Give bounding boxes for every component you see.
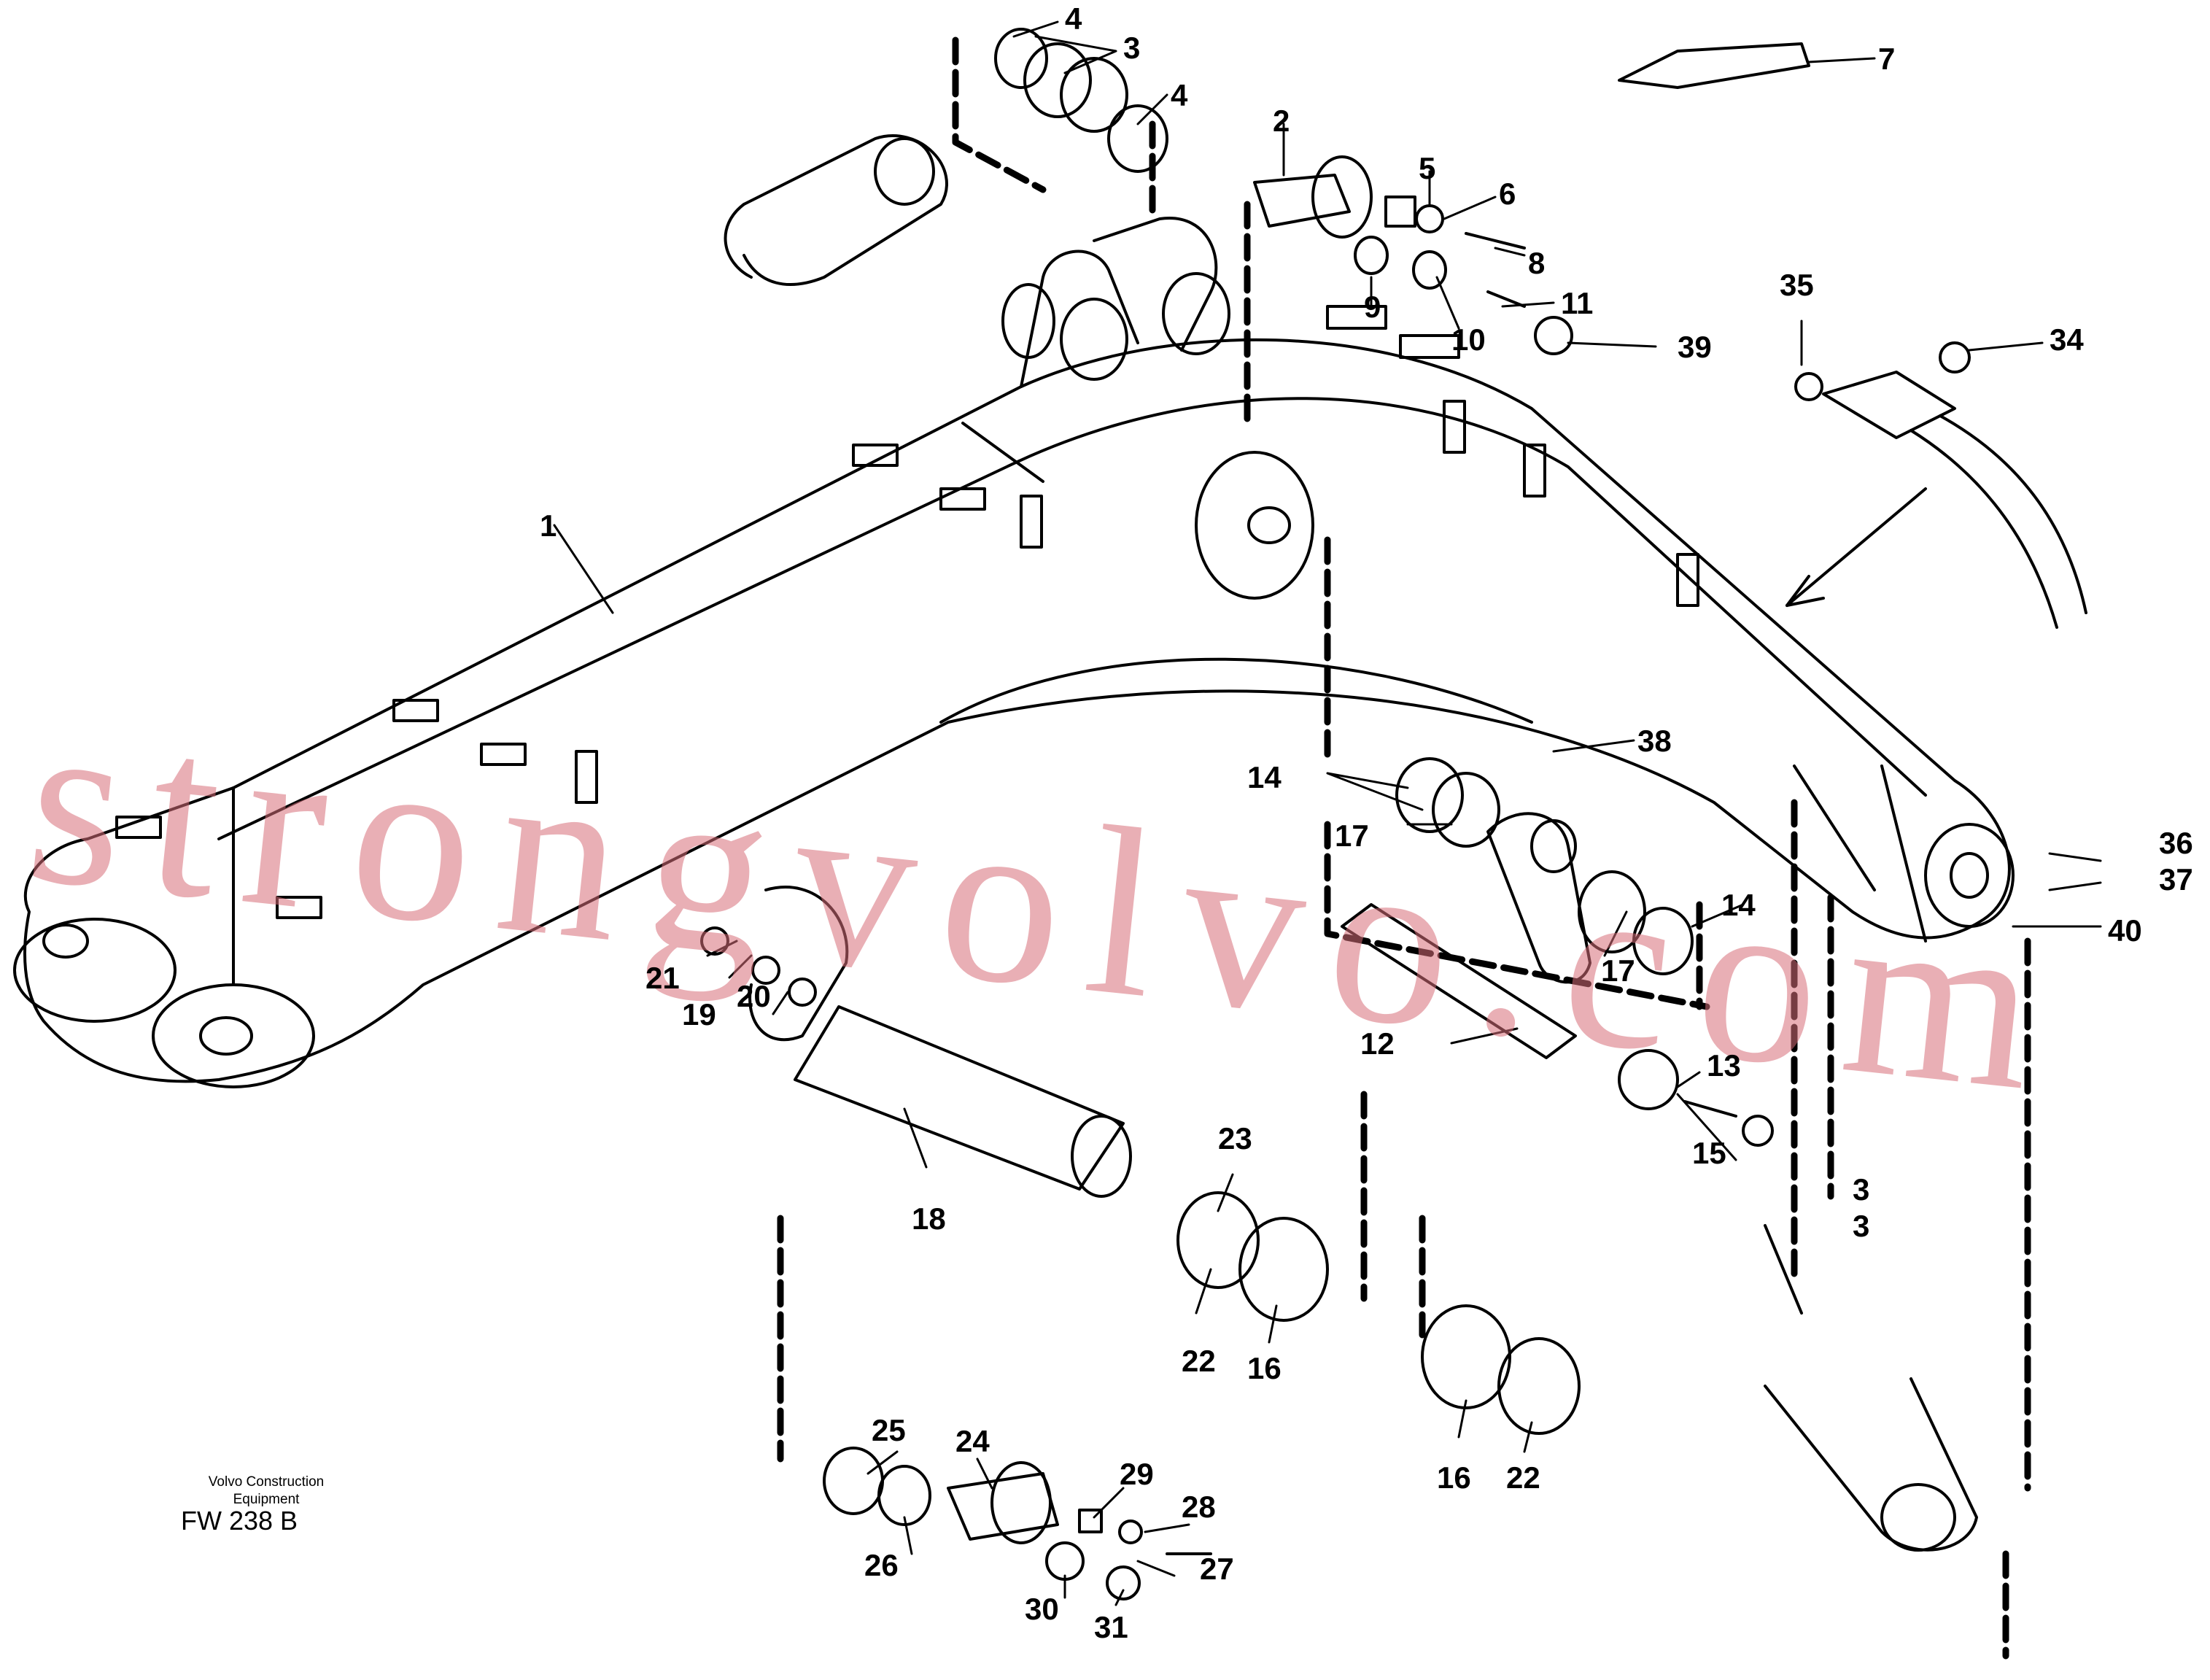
hose-block — [1794, 341, 2087, 629]
callout-6: 6 — [1499, 177, 1516, 211]
pin-24-assembly — [823, 1447, 1212, 1600]
callout-33-partial: 3 — [1853, 1209, 1870, 1243]
mid-pin-assembly — [1341, 757, 1774, 1147]
callout-14-left: 14 — [1247, 760, 1282, 794]
assembly-guides — [777, 36, 2031, 1660]
pin-2-assembly — [1253, 155, 1573, 355]
callout-38: 38 — [1637, 724, 1672, 758]
callout-15: 15 — [1692, 1136, 1726, 1170]
callout-32-partial: 3 — [1853, 1172, 1870, 1207]
callout-17-left: 17 — [1335, 818, 1369, 853]
callout-25: 25 — [872, 1413, 906, 1447]
callout-1: 1 — [540, 508, 557, 543]
callout-27: 27 — [1200, 1552, 1234, 1586]
bottom-link — [1764, 1224, 1978, 1552]
bearings-16-22 — [1176, 1191, 1581, 1435]
callout-22-left: 22 — [1182, 1344, 1216, 1378]
callout-2: 2 — [1273, 104, 1290, 138]
callout-36: 36 — [2159, 826, 2193, 860]
callout-28: 28 — [1182, 1490, 1216, 1524]
manufacturer-credit: Volvo Construction Equipment — [182, 1474, 350, 1509]
pin-18-assembly — [700, 886, 1132, 1198]
callout-16-right: 16 — [1437, 1460, 1471, 1495]
callout-31: 31 — [1094, 1610, 1128, 1644]
callout-18: 18 — [912, 1201, 946, 1236]
leader-lines — [553, 20, 2102, 1606]
credit-line-2: Equipment — [233, 1492, 300, 1507]
callout-10: 10 — [1451, 322, 1486, 357]
hose-arrow — [1786, 487, 1927, 607]
callout-11: 11 — [1561, 286, 1594, 320]
callout-8: 8 — [1528, 246, 1546, 280]
callout-35: 35 — [1780, 268, 1814, 302]
callout-23: 23 — [1218, 1121, 1252, 1156]
callout-7: 7 — [1878, 42, 1896, 76]
callout-40: 40 — [2108, 913, 2142, 948]
callout-26: 26 — [864, 1548, 899, 1582]
callout-37: 37 — [2159, 862, 2193, 897]
callout-29: 29 — [1120, 1457, 1154, 1491]
grease-tube — [1618, 42, 1810, 89]
callout-5: 5 — [1419, 151, 1436, 185]
top-bushings — [994, 28, 1168, 173]
callout-4-mid: 4 — [1171, 78, 1188, 112]
callout-30: 30 — [1025, 1592, 1059, 1626]
credit-line-1: Volvo Construction — [208, 1474, 325, 1490]
callout-21: 21 — [645, 961, 680, 995]
callout-12: 12 — [1360, 1026, 1395, 1061]
callout-22-right: 22 — [1506, 1460, 1540, 1495]
callout-19: 19 — [682, 997, 716, 1031]
callout-20: 20 — [737, 979, 771, 1013]
boom-body — [13, 217, 2015, 1088]
callout-17-right: 17 — [1601, 953, 1635, 988]
callout-13: 13 — [1707, 1048, 1741, 1083]
figure-code: FW 238 B — [181, 1506, 298, 1536]
callout-34: 34 — [2050, 322, 2084, 357]
callout-14-right: 14 — [1721, 888, 1756, 922]
callout-9: 9 — [1364, 290, 1381, 324]
callout-3: 3 — [1123, 31, 1141, 65]
callout-24: 24 — [955, 1424, 990, 1458]
callout-39: 39 — [1678, 330, 1712, 364]
callout-16-left: 16 — [1247, 1351, 1282, 1385]
hydraulic-cylinder — [724, 134, 948, 286]
callout-4-top: 4 — [1065, 1, 1082, 36]
